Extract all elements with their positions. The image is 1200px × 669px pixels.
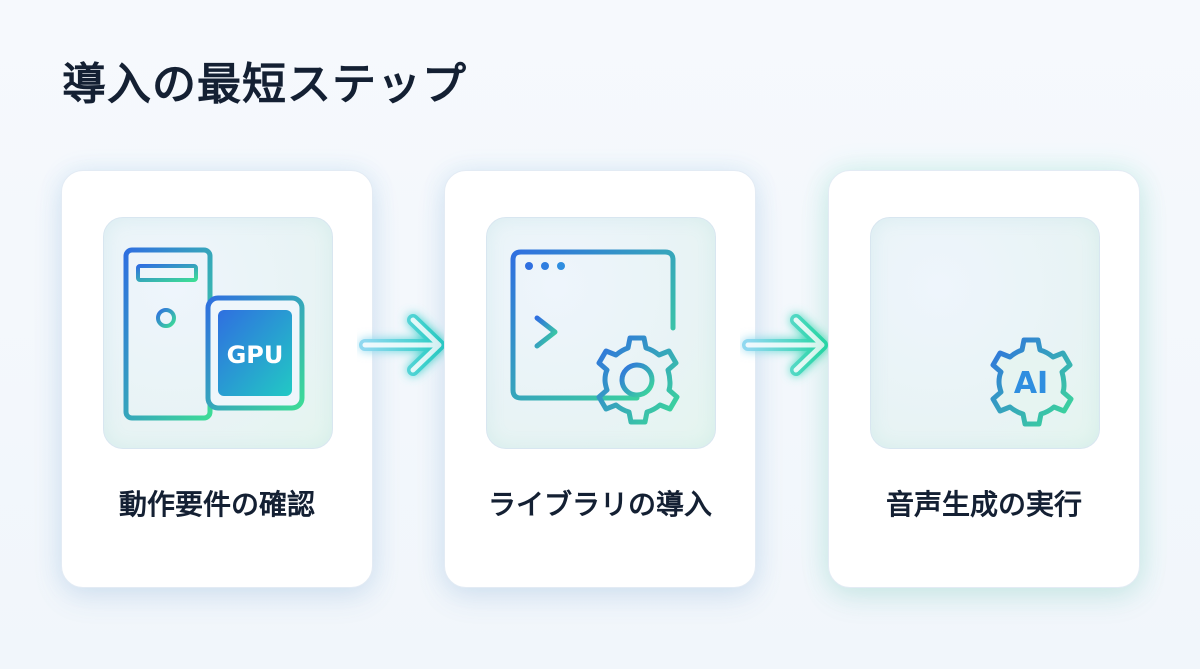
step-label-3: 音声生成の実行 bbox=[885, 488, 1082, 521]
gpu-chip-label: GPU bbox=[227, 341, 284, 369]
step-icon-box-1: GPU bbox=[103, 217, 333, 449]
pc-gpu-icon: GPU bbox=[123, 247, 316, 424]
step-card-3: AI 音声生成の実行 bbox=[828, 170, 1140, 588]
arrow-right-icon bbox=[742, 314, 828, 376]
terminal-gear-icon bbox=[510, 249, 680, 425]
page-title: 導入の最短ステップ bbox=[62, 59, 467, 110]
waveform-ai-icon: AI bbox=[891, 256, 1075, 427]
step-label-2: ライブラリの導入 bbox=[487, 488, 712, 521]
step-label-1: 動作要件の確認 bbox=[118, 488, 315, 521]
step-card-1: GPU 動作要件の確認 bbox=[61, 170, 373, 588]
arrow-right-icon bbox=[359, 314, 445, 376]
step-icon-box-2 bbox=[486, 217, 716, 449]
step-icon-box-3: AI bbox=[870, 217, 1100, 449]
step-card-2: ライブラリの導入 bbox=[444, 170, 756, 588]
ai-gear-label: AI bbox=[1014, 366, 1048, 401]
